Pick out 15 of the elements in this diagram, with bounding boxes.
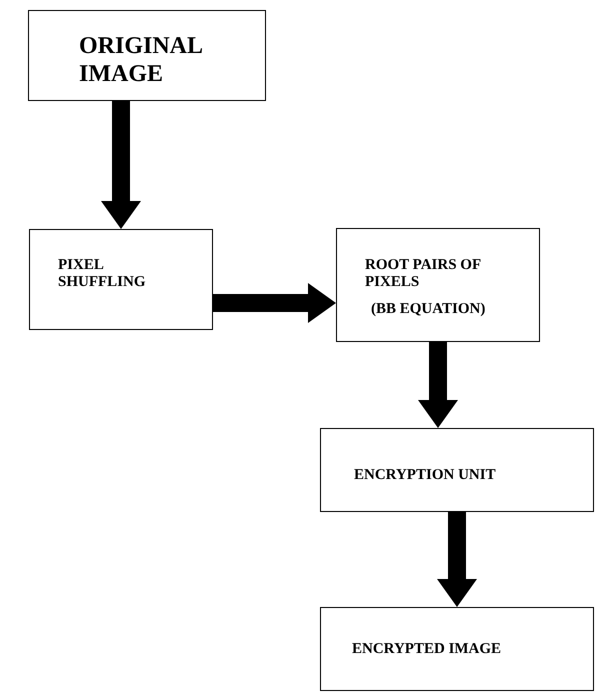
arrow — [418, 342, 458, 428]
box-label: ROOT PAIRS OF PIXELS — [365, 257, 482, 292]
box-label: ENCRYPTION UNIT — [354, 467, 497, 484]
arrow — [437, 512, 477, 607]
box-label: ORIGINAL IMAGE — [79, 33, 203, 88]
box-label: PIXEL SHUFFLING — [58, 257, 147, 292]
process-box — [320, 607, 594, 691]
process-box — [336, 228, 540, 342]
arrow — [101, 101, 141, 229]
box-label: ENCRYPTED IMAGE — [352, 641, 502, 658]
process-box — [28, 10, 266, 101]
process-box — [29, 229, 213, 330]
box-sublabel: (BB EQUATION) — [371, 301, 486, 318]
arrow — [213, 283, 336, 323]
process-box — [320, 428, 594, 512]
